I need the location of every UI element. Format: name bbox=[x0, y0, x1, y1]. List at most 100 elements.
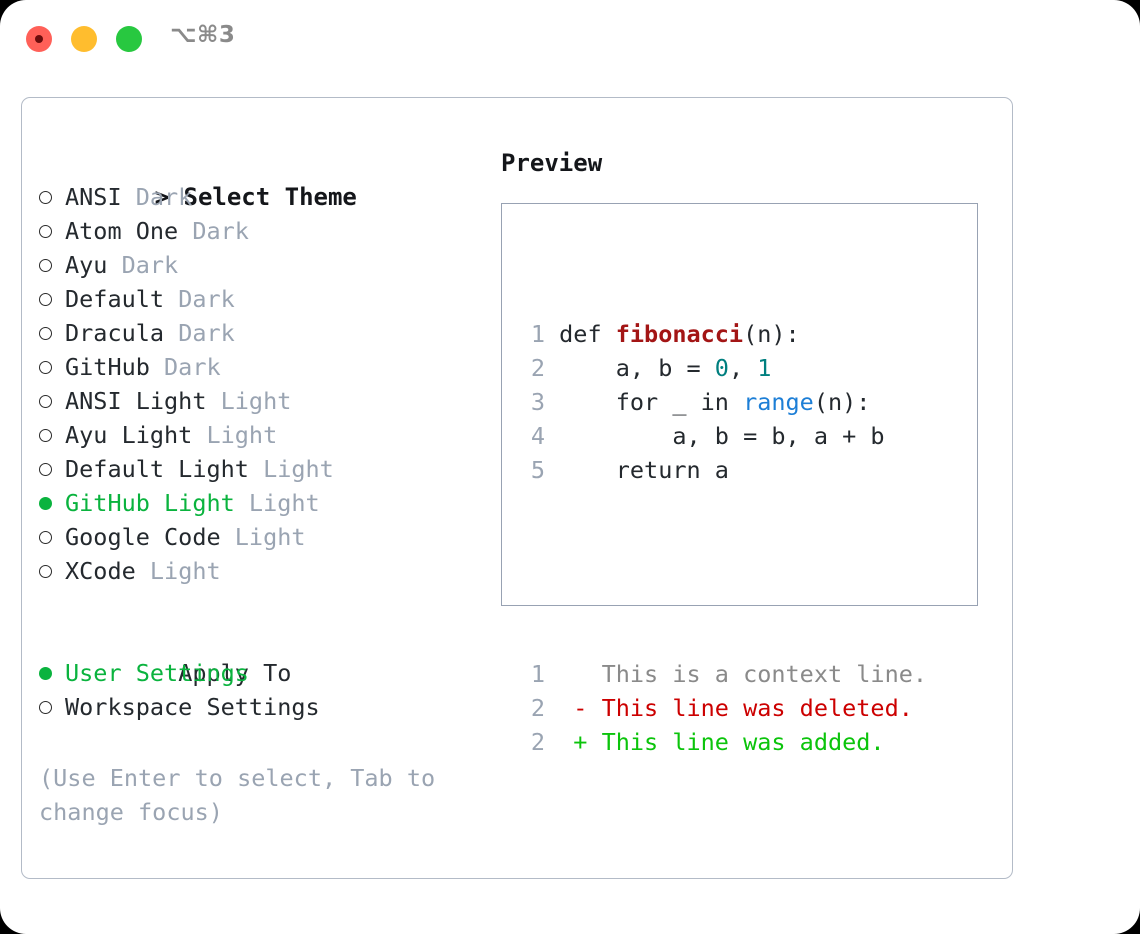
radio-dot bbox=[39, 395, 52, 408]
radio-unselected-icon bbox=[39, 350, 65, 384]
theme-item-ayu-light[interactable]: Ayu Light Light bbox=[39, 418, 479, 452]
theme-item-default[interactable]: Default Dark bbox=[39, 282, 479, 316]
theme-item-dracula[interactable]: Dracula Dark bbox=[39, 316, 479, 350]
radio-dot bbox=[39, 565, 52, 578]
theme-item-atom-one[interactable]: Atom One Dark bbox=[39, 214, 479, 248]
diff-sign: + bbox=[573, 728, 588, 756]
code-line: 4 a, b = b, a + b bbox=[521, 419, 927, 453]
theme-kind-label: Dark bbox=[121, 183, 193, 211]
code-token: (n): bbox=[743, 320, 800, 348]
code-token: def bbox=[559, 320, 616, 348]
theme-item-ansi-light[interactable]: ANSI Light Light bbox=[39, 384, 479, 418]
apply-to-item-workspace-settings[interactable]: Workspace Settings bbox=[39, 690, 479, 724]
code-token: for _ in bbox=[559, 388, 744, 416]
radio-unselected-icon bbox=[39, 452, 65, 486]
apply-to-label: User Settings bbox=[65, 659, 249, 687]
diff-text: This line was added. bbox=[587, 728, 885, 756]
apply-to-heading-label: Apply To bbox=[178, 659, 292, 687]
theme-name-label: GitHub Light bbox=[65, 489, 235, 517]
theme-item-ayu[interactable]: Ayu Dark bbox=[39, 248, 479, 282]
diff-line-deleted: 2 - This line was deleted. bbox=[521, 691, 927, 725]
theme-name-label: Ayu Light bbox=[65, 421, 193, 449]
theme-kind-label: Dark bbox=[164, 319, 235, 347]
theme-name-label: GitHub bbox=[65, 353, 150, 381]
radio-unselected-icon bbox=[39, 690, 65, 724]
diff-line-context: 1 This is a context line. bbox=[521, 657, 927, 691]
radio-unselected-icon bbox=[39, 418, 65, 452]
diff-text: This is a context line. bbox=[587, 660, 928, 688]
theme-item-xcode[interactable]: XCode Light bbox=[39, 554, 479, 588]
window-controls bbox=[26, 26, 142, 52]
diff-sign: - bbox=[573, 694, 588, 722]
theme-name-label: ANSI bbox=[65, 183, 122, 211]
theme-name-label: Default Light bbox=[65, 455, 249, 483]
close-button-icon[interactable] bbox=[26, 26, 52, 52]
radio-dot bbox=[39, 361, 52, 374]
diff-sign bbox=[573, 660, 587, 688]
diff-text: This line was deleted. bbox=[587, 694, 913, 722]
radio-dot bbox=[39, 259, 52, 272]
theme-kind-label: Light bbox=[234, 489, 320, 517]
code-token: (n): bbox=[813, 388, 871, 416]
select-theme-heading: > Select Theme bbox=[39, 146, 479, 211]
theme-item-github-light[interactable]: GitHub Light Light bbox=[39, 486, 479, 520]
code-token: a, b = b, a + b bbox=[559, 422, 885, 450]
theme-item-default-light[interactable]: Default Light Light bbox=[39, 452, 479, 486]
theme-kind-label: Light bbox=[206, 387, 292, 415]
title-bar: ⌥⌘3 bbox=[0, 0, 1140, 78]
code-token: 1 bbox=[757, 354, 772, 382]
code-token: , bbox=[728, 354, 758, 382]
minimize-button-icon[interactable] bbox=[71, 26, 97, 52]
line-number: 5 bbox=[530, 456, 545, 484]
theme-item-google-code[interactable]: Google Code Light bbox=[39, 520, 479, 554]
theme-item-github[interactable]: GitHub Dark bbox=[39, 350, 479, 384]
radio-unselected-icon bbox=[39, 282, 65, 316]
diff-lines: 1 This is a context line.2 - This line w… bbox=[521, 657, 927, 759]
select-theme-heading-label: > Select Theme bbox=[154, 183, 357, 211]
radio-dot bbox=[39, 531, 52, 544]
code-token: a, b = bbox=[559, 354, 715, 382]
radio-unselected-icon bbox=[39, 180, 65, 214]
theme-kind-label: Dark bbox=[164, 285, 235, 313]
line-number: 3 bbox=[530, 388, 545, 416]
line-number: 2 bbox=[530, 694, 545, 722]
theme-kind-label: Light bbox=[192, 421, 278, 449]
code-token: fibonacci bbox=[615, 320, 744, 348]
keyboard-hint-text: (Use Enter to select, Tab to change focu… bbox=[39, 764, 436, 826]
maximize-button-icon[interactable] bbox=[116, 26, 142, 52]
code-token: return a bbox=[559, 456, 729, 484]
radio-selected-icon bbox=[39, 656, 65, 690]
line-number: 1 bbox=[530, 320, 545, 348]
code-token: range bbox=[743, 388, 814, 416]
radio-dot bbox=[39, 667, 52, 680]
line-number: 1 bbox=[530, 660, 545, 688]
code-token: 0 bbox=[714, 354, 729, 382]
theme-name-label: Dracula bbox=[65, 319, 165, 347]
radio-unselected-icon bbox=[39, 520, 65, 554]
code-line: 2 a, b = 0, 1 bbox=[521, 351, 927, 385]
line-number: 2 bbox=[530, 728, 545, 756]
preview-column: Preview bbox=[501, 146, 602, 180]
theme-kind-label: Dark bbox=[178, 217, 249, 245]
code-line: 1 def fibonacci(n): bbox=[521, 317, 927, 351]
line-number: 2 bbox=[530, 354, 545, 382]
theme-kind-label: Dark bbox=[149, 353, 221, 381]
radio-dot bbox=[39, 429, 52, 442]
apply-to-heading: Apply To bbox=[39, 622, 479, 687]
theme-name-label: Default bbox=[65, 285, 165, 313]
theme-name-label: ANSI Light bbox=[65, 387, 207, 415]
radio-dot bbox=[39, 327, 52, 340]
apply-to-item-user-settings[interactable]: User Settings bbox=[39, 656, 479, 690]
theme-item-ansi[interactable]: ANSI Dark bbox=[39, 180, 479, 214]
preview-heading: Preview bbox=[501, 149, 603, 177]
theme-kind-label: Light bbox=[248, 455, 334, 483]
radio-dot bbox=[39, 191, 52, 204]
radio-unselected-icon bbox=[39, 214, 65, 248]
radio-dot bbox=[39, 463, 52, 476]
radio-dot bbox=[39, 293, 52, 306]
